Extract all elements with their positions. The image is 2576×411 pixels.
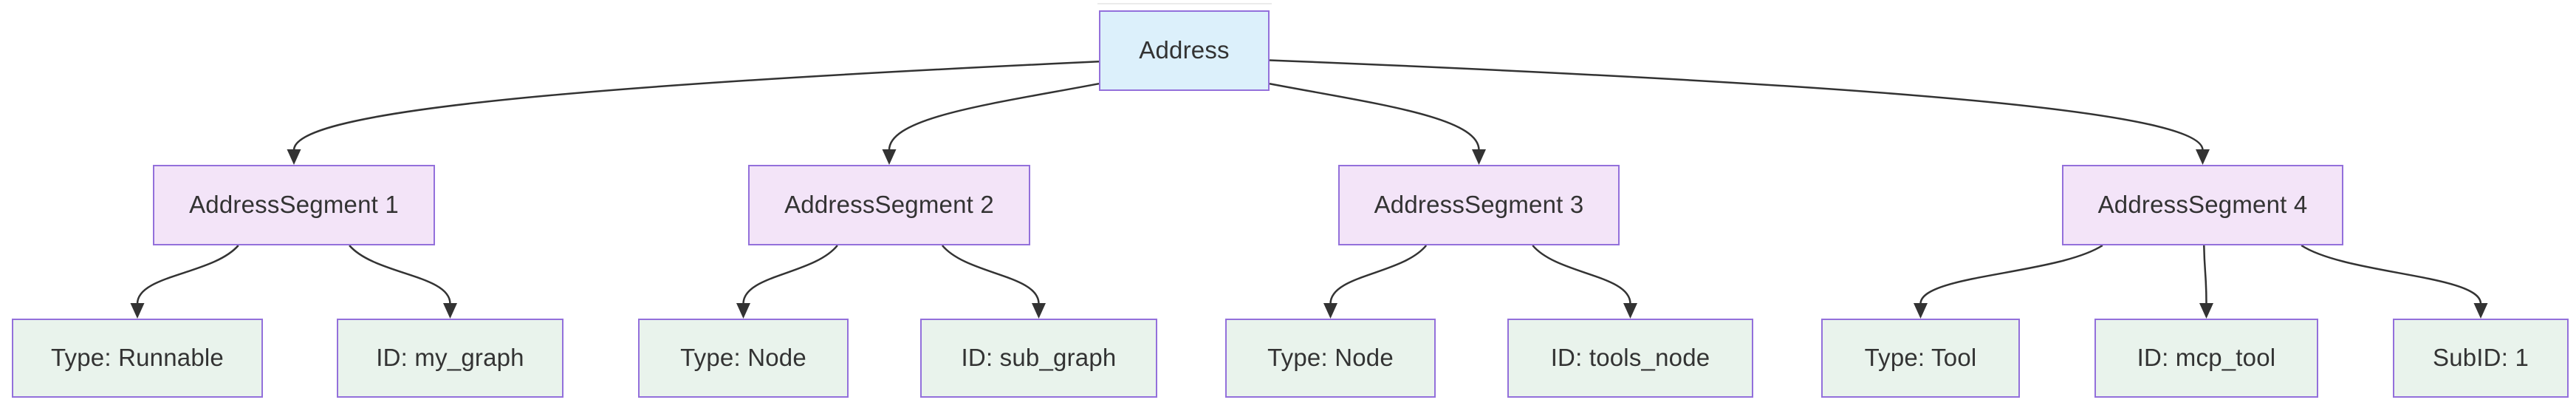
node-type-runnable: Type: Runnable bbox=[12, 319, 263, 398]
node-address-segment-1-label: AddressSegment 1 bbox=[189, 191, 399, 218]
edge-segment3-to-leaf6 bbox=[1532, 245, 1637, 319]
edge-segment1-to-leaf2 bbox=[349, 245, 457, 319]
edge-segment1-to-leaf1 bbox=[130, 245, 239, 319]
edge-address-to-segment4 bbox=[1269, 59, 2210, 165]
node-id-tools-node: ID: tools_node bbox=[1507, 319, 1753, 398]
node-address-segment-2-label: AddressSegment 2 bbox=[784, 191, 994, 218]
node-type-node-1-label: Type: Node bbox=[680, 344, 806, 371]
node-address-segment-4: AddressSegment 4 bbox=[2062, 165, 2343, 245]
node-type-runnable-label: Type: Runnable bbox=[51, 344, 224, 371]
node-address-label: Address bbox=[1139, 36, 1230, 64]
node-type-node-2: Type: Node bbox=[1225, 319, 1436, 398]
edge-segment2-to-leaf3 bbox=[736, 245, 838, 319]
edge-segment4-to-leaf8 bbox=[2199, 245, 2213, 319]
node-id-my-graph: ID: my_graph bbox=[337, 319, 564, 398]
node-address-segment-4-label: AddressSegment 4 bbox=[2097, 191, 2308, 218]
edge-segment4-to-leaf7 bbox=[1914, 244, 2103, 319]
node-type-node-2-label: Type: Node bbox=[1267, 344, 1394, 371]
node-subid-1: SubID: 1 bbox=[2393, 319, 2569, 398]
top-crop-line bbox=[1097, 3, 1272, 4]
node-address: Address bbox=[1099, 10, 1270, 91]
node-address-segment-3: AddressSegment 3 bbox=[1338, 165, 1620, 245]
node-subid-1-label: SubID: 1 bbox=[2432, 344, 2529, 371]
node-address-segment-2: AddressSegment 2 bbox=[748, 165, 1030, 245]
node-id-mcp-tool: ID: mcp_tool bbox=[2094, 319, 2318, 398]
node-type-node-1: Type: Node bbox=[638, 319, 849, 398]
node-id-tools-node-label: ID: tools_node bbox=[1550, 344, 1710, 371]
edge-segment2-to-leaf4 bbox=[941, 245, 1046, 319]
node-id-sub-graph: ID: sub_graph bbox=[920, 319, 1157, 398]
edge-segment4-to-leaf9 bbox=[2301, 244, 2488, 319]
edge-address-to-segment3 bbox=[1269, 82, 1486, 165]
edge-segment3-to-leaf5 bbox=[1323, 245, 1428, 319]
edge-address-to-segment2 bbox=[882, 82, 1100, 165]
edge-address-to-segment1 bbox=[287, 61, 1100, 165]
node-type-tool: Type: Tool bbox=[1821, 319, 2020, 398]
node-id-mcp-tool-label: ID: mcp_tool bbox=[2137, 344, 2276, 371]
node-id-sub-graph-label: ID: sub_graph bbox=[961, 344, 1117, 371]
node-address-segment-3-label: AddressSegment 3 bbox=[1374, 191, 1584, 218]
node-address-segment-1: AddressSegment 1 bbox=[153, 165, 435, 245]
node-type-tool-label: Type: Tool bbox=[1864, 344, 1977, 371]
node-id-my-graph-label: ID: my_graph bbox=[376, 344, 524, 371]
